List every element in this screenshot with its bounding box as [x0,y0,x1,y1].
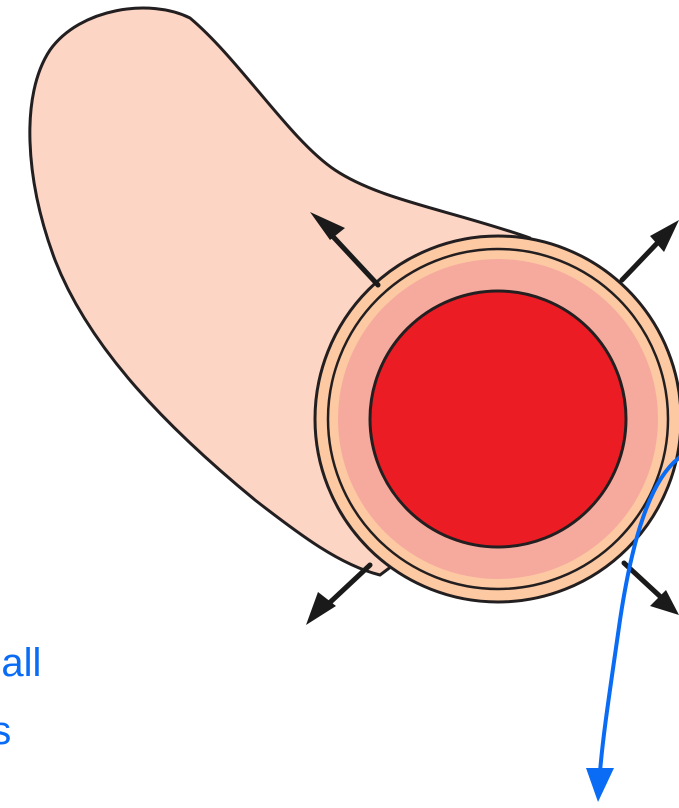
caption-line-1: mall [0,640,41,686]
vessel-lumen [370,291,626,547]
caption-line-2: es [0,708,11,754]
expansion-arrow-lower-left-icon [324,565,370,608]
annotation-arrowhead-icon [586,768,614,802]
